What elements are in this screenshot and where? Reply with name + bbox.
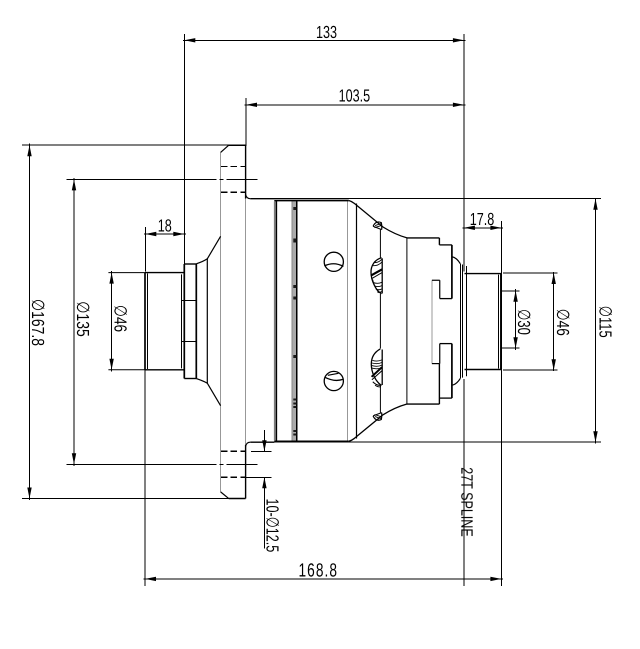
svg-text:18: 18 — [158, 216, 172, 236]
svg-text:∅46: ∅46 — [553, 309, 573, 336]
svg-text:∅46: ∅46 — [111, 305, 131, 332]
svg-text:103.5: 103.5 — [339, 85, 371, 105]
svg-text:27T SPLINE: 27T SPLINE — [457, 467, 475, 536]
svg-text:17.8: 17.8 — [470, 209, 495, 229]
svg-text:∅30: ∅30 — [514, 309, 534, 335]
svg-text:∅167.8: ∅167.8 — [28, 299, 48, 346]
svg-text:168.8: 168.8 — [298, 560, 338, 581]
svg-text:133: 133 — [316, 22, 337, 42]
svg-text:10-∅12.5: 10-∅12.5 — [263, 499, 283, 553]
svg-text:∅135: ∅135 — [73, 301, 93, 337]
svg-text:∅115: ∅115 — [596, 306, 616, 338]
